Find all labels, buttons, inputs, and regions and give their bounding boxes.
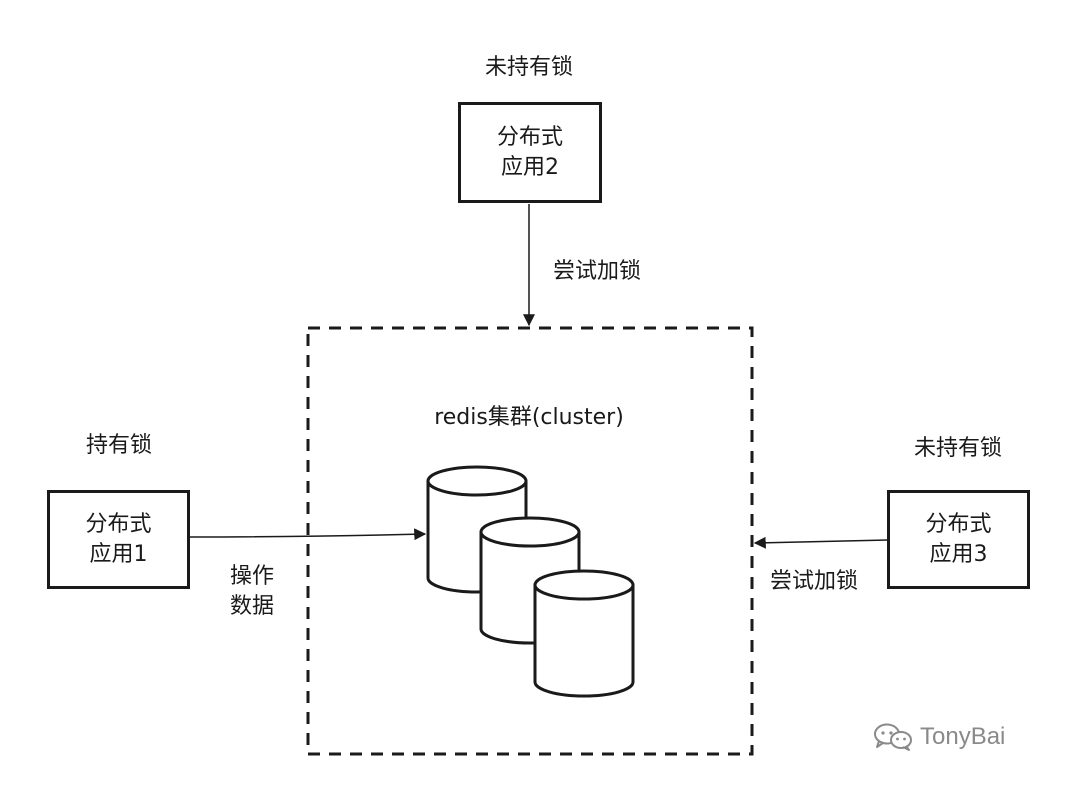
app2-label-line2: 应用2 xyxy=(501,154,559,180)
cluster-boundary xyxy=(306,326,754,756)
app1-label-line2: 应用1 xyxy=(89,541,148,567)
app3-lock-status: 未持有锁 xyxy=(913,436,1003,461)
arrow-app1-to-database xyxy=(189,528,427,541)
app1-edge-label-line2: 数据 xyxy=(229,594,275,619)
distributed-app-1-node: 分布式 应用1 xyxy=(47,490,190,589)
arrow-app3-to-cluster xyxy=(753,536,889,549)
cluster-title: redis集群(cluster) xyxy=(434,405,624,430)
app3-label-line2: 应用3 xyxy=(929,541,988,567)
app3-edge-label: 尝试加锁 xyxy=(770,569,859,594)
app1-edge-label-line1: 操作 xyxy=(229,564,275,589)
watermark: TonyBai xyxy=(872,722,1005,752)
database-cylinder-3 xyxy=(533,569,635,698)
app2-edge-label: 尝试加锁 xyxy=(553,259,642,284)
app1-lock-status: 持有锁 xyxy=(85,433,153,458)
wechat-icon xyxy=(874,723,912,751)
distributed-app-2-node: 分布式 应用2 xyxy=(458,102,602,203)
app1-label-line1: 分布式 xyxy=(85,511,152,537)
app2-lock-status: 未持有锁 xyxy=(484,55,574,80)
app3-label-line1: 分布式 xyxy=(925,511,992,537)
watermark-text: TonyBai xyxy=(920,723,1006,750)
app2-label-line1: 分布式 xyxy=(496,124,563,150)
distributed-app-3-node: 分布式 应用3 xyxy=(887,490,1030,589)
